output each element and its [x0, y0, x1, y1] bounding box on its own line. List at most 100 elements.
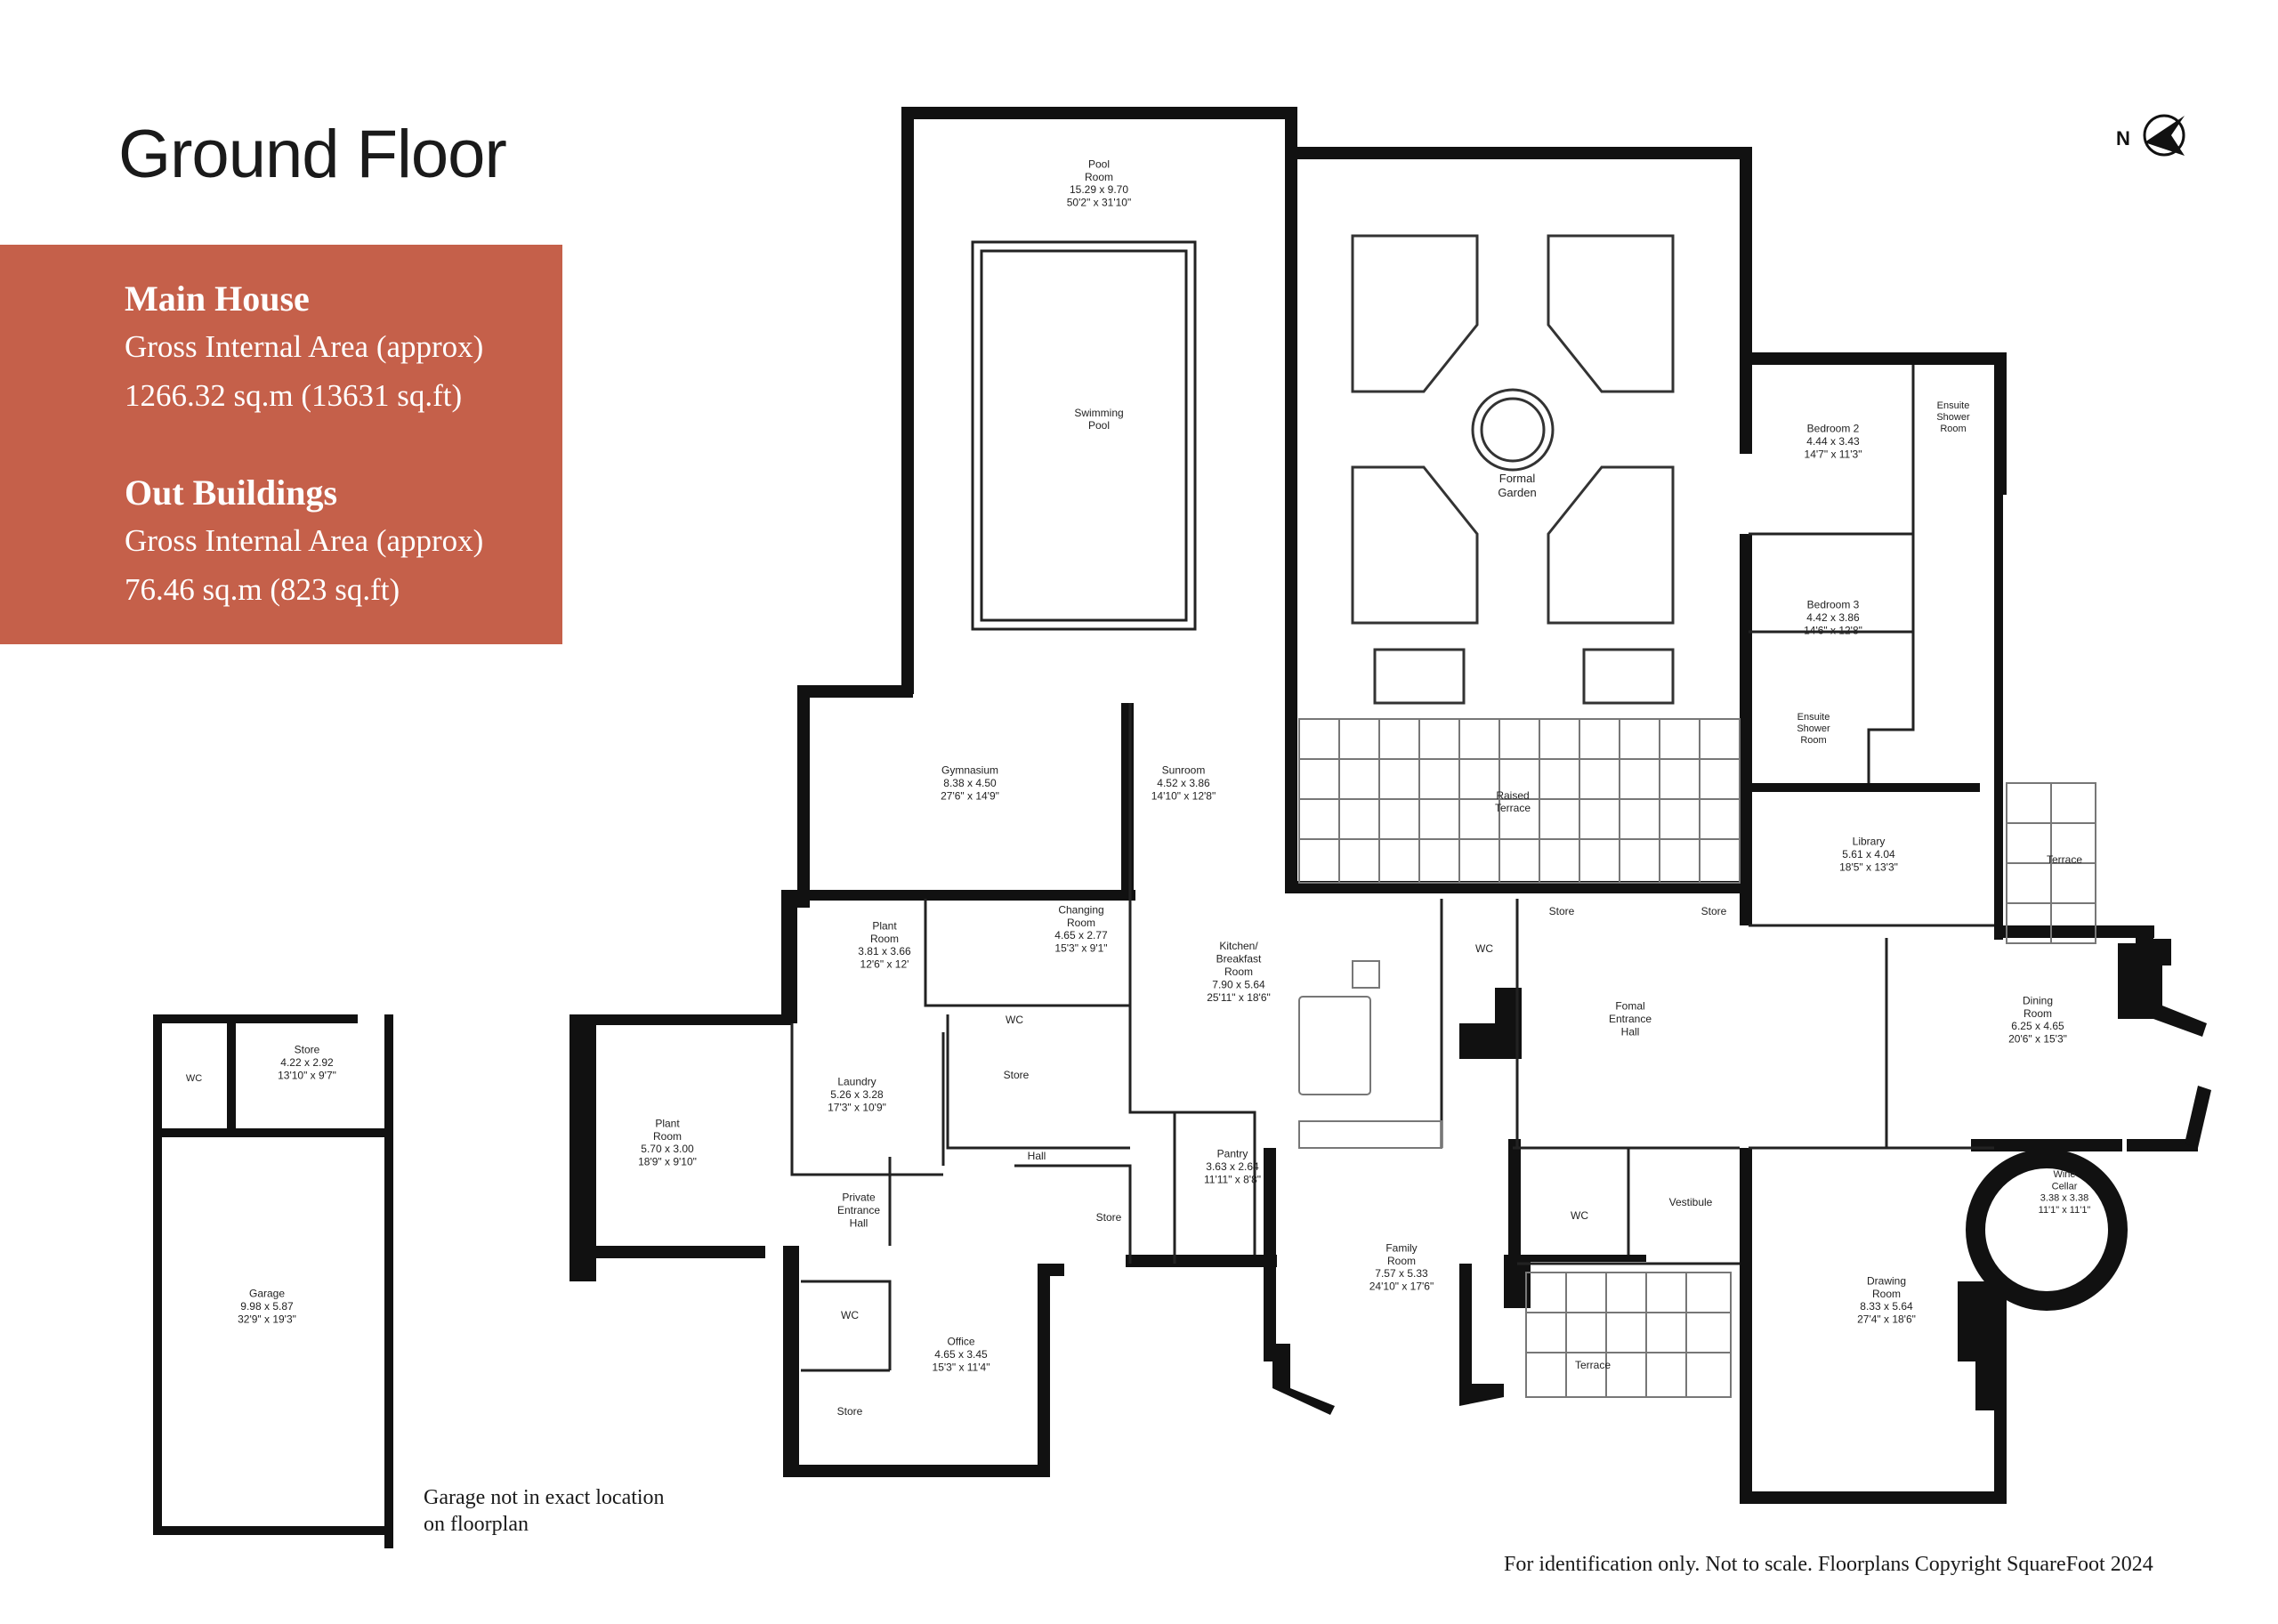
room-label-line: 4.52 x 3.86 — [1157, 777, 1210, 789]
room-label-line: 4.44 x 3.43 — [1806, 435, 1860, 448]
room-label-line: Plant — [655, 1117, 680, 1129]
room-label-line: Wine — [2053, 1169, 2075, 1180]
room-label-line: Store — [837, 1405, 863, 1418]
room-label-line: Room — [1067, 917, 1095, 929]
room-label-line: WC — [841, 1309, 859, 1321]
walls — [153, 107, 2211, 1548]
room-label-line: 14'6" x 12'8" — [1804, 624, 1862, 636]
room-label-line: 6.25 x 4.65 — [2011, 1020, 2064, 1032]
pool-and-garden — [1351, 234, 1675, 705]
north-arrow-icon: N — [2116, 114, 2185, 157]
room-label-wc-garage: WC — [186, 1073, 202, 1084]
room-label-line: 14'10" x 12'8" — [1151, 789, 1216, 802]
room-label-hall: Hall — [1028, 1150, 1046, 1162]
room-label-store-1: Store — [1549, 905, 1575, 917]
room-label-line: Sunroom — [1162, 764, 1206, 777]
room-label-line: Room — [1085, 171, 1113, 183]
room-label-vestibule: Vestibule — [1669, 1196, 1713, 1208]
room-label-line: Room — [870, 933, 899, 945]
room-label-line: Store — [1701, 905, 1727, 917]
room-label-line: 5.61 x 4.04 — [1842, 848, 1895, 860]
room-label-line: 11'1" x 11'1" — [2039, 1205, 2091, 1216]
room-label-line: Terrace — [1495, 802, 1531, 814]
garage-note-line-1: Garage not in exact location — [424, 1486, 665, 1509]
room-label-line: 18'5" x 13'3" — [1839, 860, 1898, 873]
copyright-note: For identification only. Not to scale. F… — [1504, 1553, 2153, 1576]
room-label-line: 20'6" x 15'3" — [2008, 1033, 2067, 1046]
room-label-line: 27'4" x 18'6" — [1857, 1313, 1916, 1326]
room-label-line: Terrace — [2047, 853, 2082, 866]
room-label-line: Hall — [1028, 1150, 1046, 1162]
room-label-line: Bedroom 3 — [1807, 599, 1860, 611]
interior-lines — [790, 240, 1994, 1372]
room-label-line: Family — [1385, 1241, 1417, 1254]
room-label-wc-office: WC — [841, 1309, 859, 1321]
room-label-line: Laundry — [837, 1076, 876, 1088]
room-label-line: 13'10" x 9'7" — [278, 1069, 336, 1081]
out-buildings-heading: Out Buildings — [125, 473, 338, 513]
room-label-line: 4.65 x 3.45 — [934, 1348, 988, 1361]
room-label-line: Garage — [249, 1288, 285, 1300]
room-label-line: Pool — [1088, 419, 1110, 432]
room-label-line: 4.22 x 2.92 — [280, 1056, 334, 1069]
room-label-line: Store — [1549, 905, 1575, 917]
room-label-line: 7.90 x 5.64 — [1212, 978, 1265, 990]
room-label-line: Formal — [1499, 472, 1536, 485]
room-label-line: Dining — [2023, 994, 2053, 1006]
out-buildings-area-value: 76.46 sq.m (823 sq.ft) — [125, 572, 400, 607]
room-label-line: Terrace — [1575, 1359, 1611, 1371]
room-label-line: 17'3" x 10'9" — [828, 1101, 886, 1113]
room-label-line: Swimming — [1074, 407, 1123, 419]
room-label-line: Fomal — [1615, 1000, 1644, 1013]
room-label-line: Raised — [1496, 789, 1529, 802]
room-label-line: 50'2" x 31'10" — [1067, 197, 1132, 209]
room-label-line: 7.57 x 5.33 — [1375, 1267, 1428, 1280]
room-label-line: 3.63 x 2.64 — [1206, 1160, 1259, 1173]
room-label-line: Store — [295, 1044, 320, 1056]
room-label-line: Room — [2024, 1007, 2052, 1020]
room-label-line: Room — [1940, 424, 1966, 434]
room-label-line: Store — [1096, 1211, 1122, 1224]
room-label-line: 5.26 x 3.28 — [830, 1088, 884, 1101]
out-buildings-area-label: Gross Internal Area (approx) — [125, 523, 484, 558]
room-label-line: 8.38 x 4.50 — [943, 777, 997, 789]
room-label-line: Room — [653, 1130, 682, 1143]
garage-note-line-2: on floorplan — [424, 1513, 529, 1536]
room-label-line: 14'7" x 11'3" — [1805, 448, 1862, 460]
room-label-line: Changing — [1058, 903, 1103, 916]
room-label-line: Plant — [872, 919, 897, 932]
room-label-line: Room — [1800, 735, 1826, 746]
room-label-line: 5.70 x 3.00 — [641, 1143, 694, 1155]
room-label-line: Breakfast — [1216, 953, 1262, 966]
room-label-line: Library — [1853, 836, 1886, 848]
main-house-area-value: 1266.32 sq.m (13631 sq.ft) — [125, 378, 463, 413]
room-label-line: Bedroom 2 — [1807, 423, 1860, 435]
main-house-area-label: Gross Internal Area (approx) — [125, 329, 484, 364]
room-label-line: Shower — [1936, 412, 1970, 423]
room-label-line: WC — [1006, 1014, 1023, 1026]
room-label-line: Room — [1872, 1288, 1901, 1300]
room-label-line: Garden — [1498, 486, 1536, 499]
room-label-line: Room — [1387, 1255, 1416, 1267]
room-label-line: 18'9" x 9'10" — [638, 1156, 697, 1168]
room-label-line: 4.65 x 2.77 — [1054, 929, 1108, 941]
room-label-line: Pantry — [1217, 1148, 1248, 1160]
room-label-terrace-south: Terrace — [1575, 1359, 1611, 1371]
room-label-line: Store — [1004, 1069, 1030, 1081]
